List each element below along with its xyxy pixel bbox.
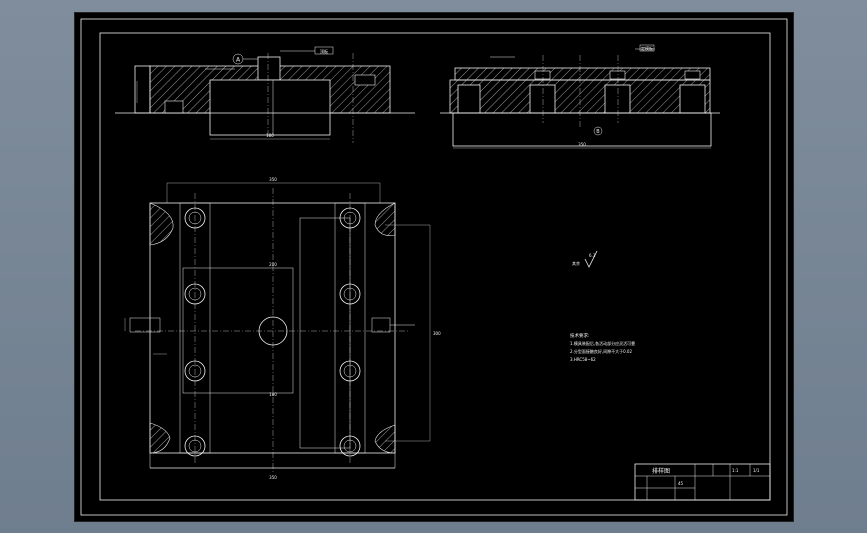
cad-drawing: A 顶板 180 定模板 350 B <box>80 18 788 516</box>
roughness-label: 其余 <box>572 260 580 266</box>
drawing-viewport[interactable]: A 顶板 180 定模板 350 B <box>75 13 793 521</box>
plan-dim-mid-lower: 180 <box>269 392 277 397</box>
roughness-symbol <box>584 250 598 268</box>
title-material: 45 <box>678 481 684 486</box>
notes-line-1: 1.模具装配后,各活动部分应灵活可靠 <box>570 340 635 346</box>
notes-line-2: 2.分型面接触良好,间隙不大于0.02 <box>570 348 632 354</box>
title-cell-scale: 1:1 <box>732 468 739 473</box>
front-dim-bottom: 180 <box>266 133 274 138</box>
side-dim-bottom: 350 <box>578 142 586 147</box>
title-block <box>634 463 771 501</box>
notes-heading: 技术要求: <box>570 332 590 339</box>
side-section-view <box>440 44 720 149</box>
title-cell-sheet: 1/1 <box>753 468 760 473</box>
roughness-value: 6.3 <box>589 253 596 258</box>
notes-line-3: 3.HRC58~62 <box>570 357 596 362</box>
plan-dim-mid: 200 <box>269 262 277 267</box>
side-callout: B <box>596 129 600 135</box>
title-drawing-name: 排样图 <box>652 467 670 475</box>
plan-dim-top: 350 <box>269 177 277 182</box>
side-tag-label: 定模板 <box>641 45 653 51</box>
front-callout: A <box>236 57 241 64</box>
plan-dim-bottom: 350 <box>269 475 277 480</box>
plan-view <box>124 182 431 473</box>
front-tag-label: 顶板 <box>320 48 328 54</box>
outer-border <box>80 18 788 516</box>
inner-border <box>99 32 771 501</box>
guide-pillar-holes <box>184 207 361 457</box>
front-section-view <box>115 46 415 143</box>
plan-dim-right: 300 <box>433 331 441 336</box>
